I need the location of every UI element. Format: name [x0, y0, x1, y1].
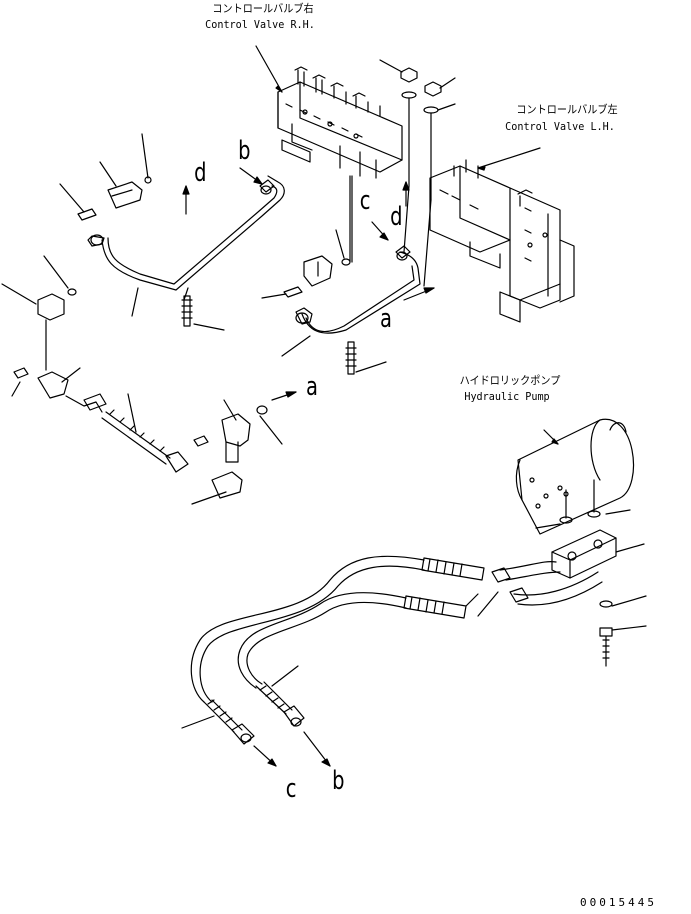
- flange-bolt: [599, 595, 647, 667]
- control-valve-rh-en-label: Control Valve R.H.: [205, 18, 315, 31]
- hydraulic-pump-jp-label: ハイドロリックポンプ: [459, 374, 561, 387]
- leader-pump-arrow: [551, 438, 559, 445]
- valve-connection-lines: [349, 175, 432, 287]
- connection-arrows: [182, 167, 435, 767]
- control-valve-rh-jp-label: コントロールバルブ右: [212, 2, 314, 15]
- document-number: 00015445: [580, 896, 657, 909]
- hose-stub-right: [345, 341, 357, 375]
- connection-letter-d-mid: d: [390, 202, 403, 232]
- leader-pump-rings: [535, 509, 631, 529]
- elbow-clamp-upper-left: [59, 133, 152, 221]
- leader-hose-stub-left: [193, 323, 225, 331]
- connection-letter-b-top: b: [238, 136, 251, 166]
- left-fitting-block: [1, 255, 81, 399]
- control-valve-lh-jp-label: コントロールバルブ左: [516, 103, 618, 116]
- leader-lh-label: [477, 147, 541, 169]
- connection-letter-a-left: a: [305, 372, 318, 402]
- tube-b-lower: [295, 245, 421, 334]
- hose-stub-left: [181, 295, 193, 327]
- leader-rh-label: [255, 45, 283, 93]
- leader-lh-arrow: [477, 166, 486, 171]
- connection-letter-b-bottom: b: [332, 766, 345, 796]
- connection-letter-d-left: d: [194, 158, 207, 188]
- control-valve-lh: [429, 159, 575, 323]
- connection-letter-a-mid: a: [379, 304, 392, 334]
- hose-left: [65, 393, 189, 473]
- hydraulic-pump: [515, 418, 635, 535]
- control-valve-lh-en-label: Control Valve L.H.: [505, 120, 615, 133]
- elbow-fitting-middle: [261, 229, 351, 299]
- tube-b-upper: [87, 175, 285, 291]
- nut-washer-stack: [379, 59, 456, 201]
- leader-tube-right: [281, 335, 311, 357]
- elbow-lower-middle: [191, 399, 283, 505]
- control-valve-rh: [277, 66, 403, 179]
- pump-flange: [551, 529, 645, 579]
- hydraulic-pump-en-label: Hydraulic Pump: [464, 390, 550, 403]
- fitting-lower-a: [183, 287, 189, 301]
- leader-rh-arrow: [275, 85, 283, 93]
- leader-tube-left: [131, 287, 139, 317]
- leader-hose-stub-right: [355, 361, 387, 373]
- pump-hose-pair: [181, 555, 603, 745]
- connection-letter-c-mid: c: [359, 186, 371, 216]
- connection-letter-c-bottom: c: [285, 774, 297, 804]
